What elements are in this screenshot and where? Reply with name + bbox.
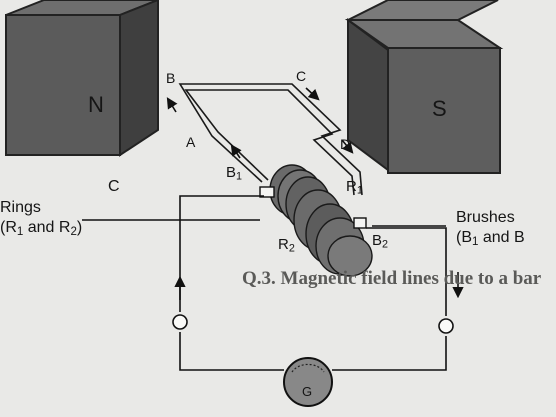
left-terminal: [172, 314, 188, 330]
brush-b1-label: B1: [226, 164, 243, 183]
armature-coil: [178, 83, 363, 196]
ring-r1-label: R1: [346, 178, 363, 197]
north-pole-label: N: [88, 92, 104, 117]
brushes-callout-title: Brushes: [456, 209, 515, 226]
terminals: [172, 314, 454, 334]
coil-point-d: D: [340, 136, 351, 152]
galvanometer-label: G: [302, 384, 313, 399]
galvanometer: [283, 357, 333, 407]
callout-lines: [82, 219, 446, 227]
rings-callout-detail: (R1 and R2): [0, 219, 83, 238]
right-terminal: [438, 318, 454, 334]
rings-callout: Rings (R1 and R2): [0, 198, 82, 242]
circuit-label: C: [108, 178, 120, 195]
ring-r2-label: R2: [278, 236, 295, 255]
current-arrows: [166, 87, 354, 159]
brushes-callout: Brushes (B1 and B: [456, 208, 525, 252]
rings-callout-title: Rings: [0, 199, 41, 216]
coil-point-c: C: [296, 68, 307, 84]
circuit-arrows: [174, 272, 464, 300]
bg-heading: Q.3. Magnetic field lines due to a bar: [242, 268, 542, 289]
south-magnet: [344, 0, 504, 174]
external-circuit: [179, 195, 447, 371]
coil-point-a: A: [186, 134, 196, 150]
slip-rings: [269, 164, 373, 277]
south-pole-label: S: [432, 96, 447, 121]
coil-point-b: B: [166, 70, 176, 86]
brush-b2-label: B2: [372, 232, 389, 251]
brushes-callout-detail: (B1 and B: [456, 229, 525, 248]
north-magnet: [5, 0, 159, 157]
brushes: [259, 186, 367, 229]
